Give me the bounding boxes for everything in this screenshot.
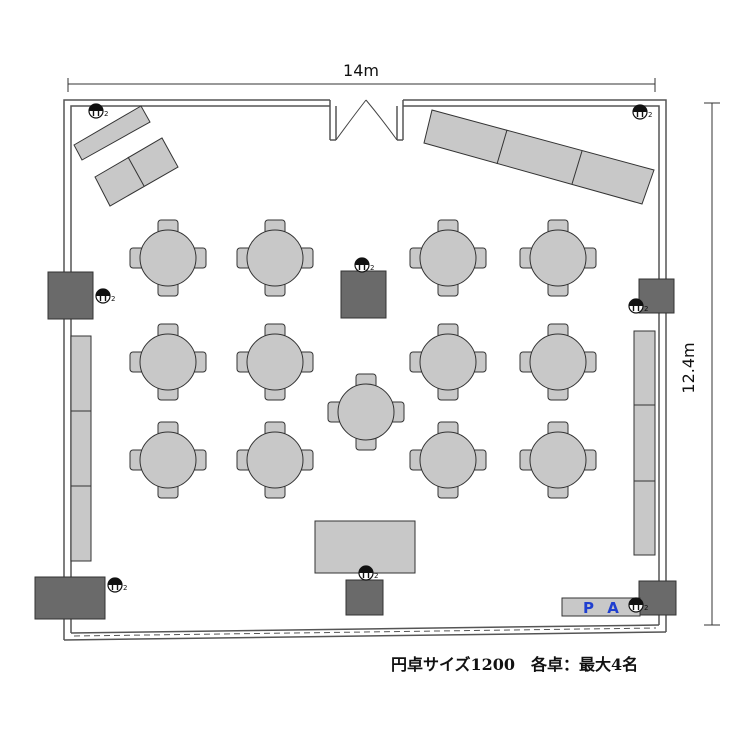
height-label: 12.4m <box>679 342 698 393</box>
side-tables-right <box>633 330 656 556</box>
pa-label: P A <box>583 599 623 617</box>
outlet-count: 2 <box>644 305 648 313</box>
equipment-center-bottom <box>345 579 384 616</box>
outlet-icon: 2 <box>358 565 378 581</box>
equipment-center-top <box>340 270 387 319</box>
table-top <box>419 333 477 391</box>
table-top <box>246 333 304 391</box>
round-table <box>519 323 597 401</box>
outlet-count: 2 <box>111 295 115 303</box>
round-table <box>519 219 597 297</box>
outlet-count: 2 <box>644 604 648 612</box>
dark-equipment <box>34 270 677 620</box>
outlet-count: 2 <box>104 110 108 118</box>
side-tables-left <box>70 335 92 562</box>
outlet-count: 2 <box>123 584 127 592</box>
outlets: 2 2 2 2 2 2 2 2 <box>88 103 652 613</box>
height-dimension <box>704 102 720 626</box>
round-table <box>129 219 207 297</box>
round-table <box>409 219 487 297</box>
table-top <box>419 229 477 287</box>
round-table <box>129 323 207 401</box>
outlet-icon: 2 <box>354 257 374 273</box>
table-top <box>419 431 477 489</box>
width-dimension <box>67 78 656 92</box>
round-tables <box>129 219 597 499</box>
equipment-left-upper <box>47 271 94 320</box>
equipment-left-lower <box>34 576 106 620</box>
outlet-count: 2 <box>370 264 374 272</box>
table-top <box>246 229 304 287</box>
side-tables-top-right <box>423 109 655 205</box>
window-wall <box>73 627 657 637</box>
outlet-icon: 2 <box>632 104 652 120</box>
table-top <box>139 333 197 391</box>
round-table <box>519 421 597 499</box>
equipment-right-upper <box>638 278 675 314</box>
round-table <box>409 323 487 401</box>
round-table <box>236 323 314 401</box>
table-top <box>337 383 395 441</box>
table-top <box>529 333 587 391</box>
caption: 円卓サイズ1200 各卓：最大4名 <box>391 655 638 674</box>
outlet-count: 2 <box>648 111 652 119</box>
width-label: 14m <box>343 61 379 80</box>
table-top <box>529 229 587 287</box>
side-tables-top-left <box>73 105 179 207</box>
table-top <box>139 431 197 489</box>
outlet-icon: 2 <box>628 597 648 613</box>
table-top <box>246 431 304 489</box>
stage-table <box>314 520 416 574</box>
table-top <box>529 431 587 489</box>
round-table <box>236 421 314 499</box>
outlet-icon: 2 <box>88 103 108 119</box>
round-table <box>129 421 207 499</box>
round-table <box>409 421 487 499</box>
outlet-icon: 2 <box>107 577 127 593</box>
round-table <box>327 373 405 451</box>
outlet-icon: 2 <box>95 288 115 304</box>
table-top <box>139 229 197 287</box>
round-table <box>236 219 314 297</box>
outlet-count: 2 <box>374 572 378 580</box>
outlet-icon: 2 <box>628 298 648 314</box>
double-door-icon <box>335 99 398 141</box>
equipment-right-lower <box>638 580 677 616</box>
